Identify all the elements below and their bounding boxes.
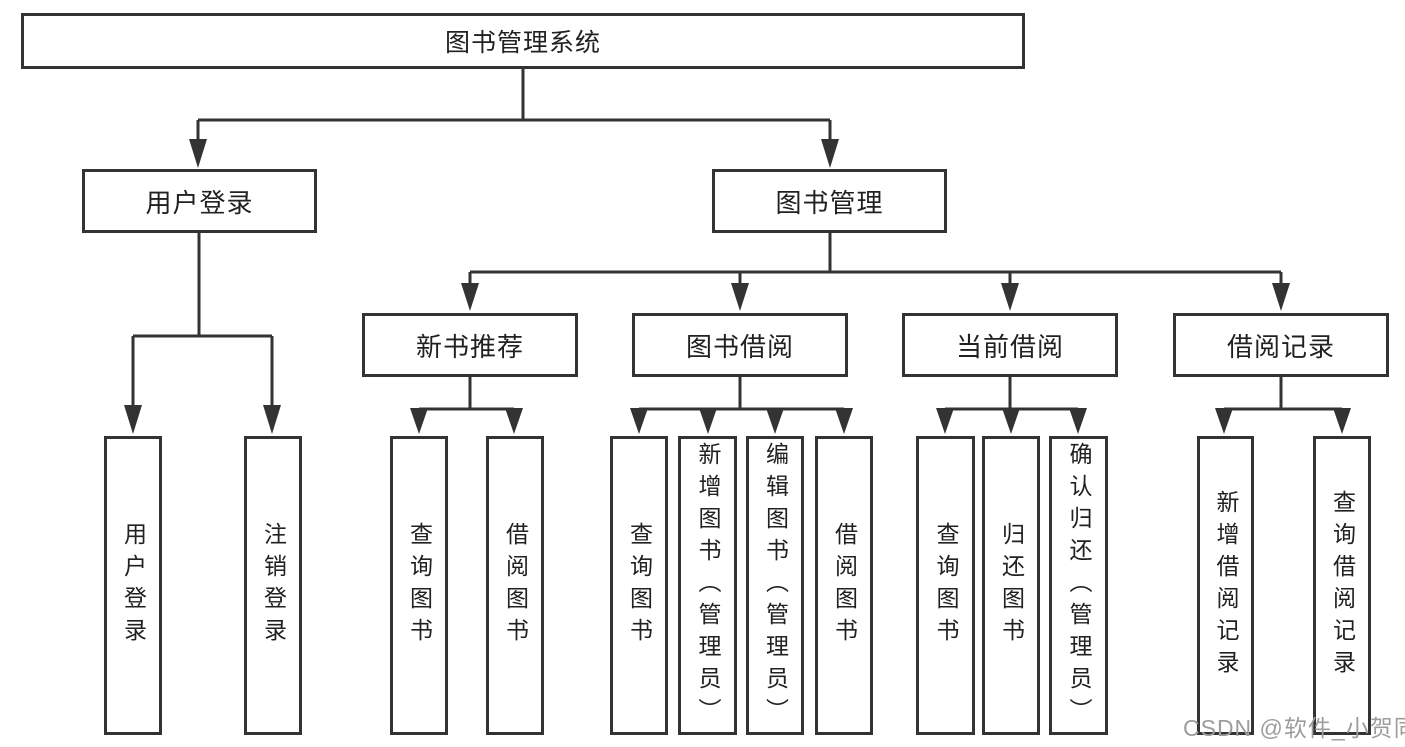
leaf-recommend-query-book: 查询图书 — [390, 436, 448, 735]
node-user-login: 用户登录 — [82, 169, 317, 233]
leaf-return-book: 归还图书 — [982, 436, 1040, 735]
leaf-logout: 注销登录 — [244, 436, 302, 735]
leaf-add-borrow-record: 新增借阅记录 — [1197, 436, 1254, 735]
node-new-book-recommend-label: 新书推荐 — [415, 331, 524, 362]
leaf-user-login-label: 用户登录 — [120, 521, 147, 650]
leaf-user-login: 用户登录 — [104, 436, 162, 735]
node-current-borrow-label: 当前借阅 — [955, 331, 1064, 362]
leaf-recommend-query-book-label: 查询图书 — [406, 521, 433, 650]
node-book-borrow: 图书借阅 — [632, 313, 848, 377]
leaf-borrow-book: 借阅图书 — [815, 436, 873, 735]
node-root-system: 图书管理系统 — [21, 13, 1025, 69]
node-borrow-record-label: 借阅记录 — [1226, 331, 1335, 362]
leaf-return-book-label: 归还图书 — [998, 521, 1025, 650]
leaf-borrow-query-book-label: 查询图书 — [626, 521, 653, 650]
leaf-add-book-admin-label: 新增图书（管理员） — [695, 441, 721, 730]
leaf-confirm-return-admin-label: 确认归还（管理员） — [1066, 441, 1092, 730]
node-borrow-record: 借阅记录 — [1173, 313, 1389, 377]
leaf-logout-label: 注销登录 — [260, 521, 287, 650]
leaf-query-borrow-record-label: 查询借阅记录 — [1329, 489, 1356, 682]
leaf-borrow-book-label: 借阅图书 — [831, 521, 858, 650]
leaf-current-query-book: 查询图书 — [916, 436, 975, 735]
leaf-add-borrow-record-label: 新增借阅记录 — [1213, 489, 1239, 682]
leaf-confirm-return-admin: 确认归还（管理员） — [1049, 436, 1108, 735]
node-book-management: 图书管理 — [712, 169, 947, 233]
node-book-management-label: 图书管理 — [775, 187, 884, 218]
leaf-add-book-admin: 新增图书（管理员） — [678, 436, 737, 735]
leaf-edit-book-admin-label: 编辑图书（管理员） — [762, 441, 789, 730]
node-user-login-label: 用户登录 — [145, 187, 254, 218]
leaf-recommend-borrow-book: 借阅图书 — [486, 436, 544, 735]
leaf-query-borrow-record: 查询借阅记录 — [1313, 436, 1371, 735]
csdn-watermark: CSDN @软件_小贺同学 — [1183, 715, 1405, 741]
node-new-book-recommend: 新书推荐 — [362, 313, 578, 377]
node-current-borrow: 当前借阅 — [902, 313, 1118, 377]
leaf-recommend-borrow-book-label: 借阅图书 — [502, 521, 529, 650]
leaf-borrow-query-book: 查询图书 — [610, 436, 668, 735]
node-book-borrow-label: 图书借阅 — [685, 331, 794, 362]
leaf-current-query-book-label: 查询图书 — [933, 521, 959, 650]
leaf-edit-book-admin: 编辑图书（管理员） — [746, 436, 804, 735]
node-root-label: 图书管理系统 — [444, 29, 601, 57]
